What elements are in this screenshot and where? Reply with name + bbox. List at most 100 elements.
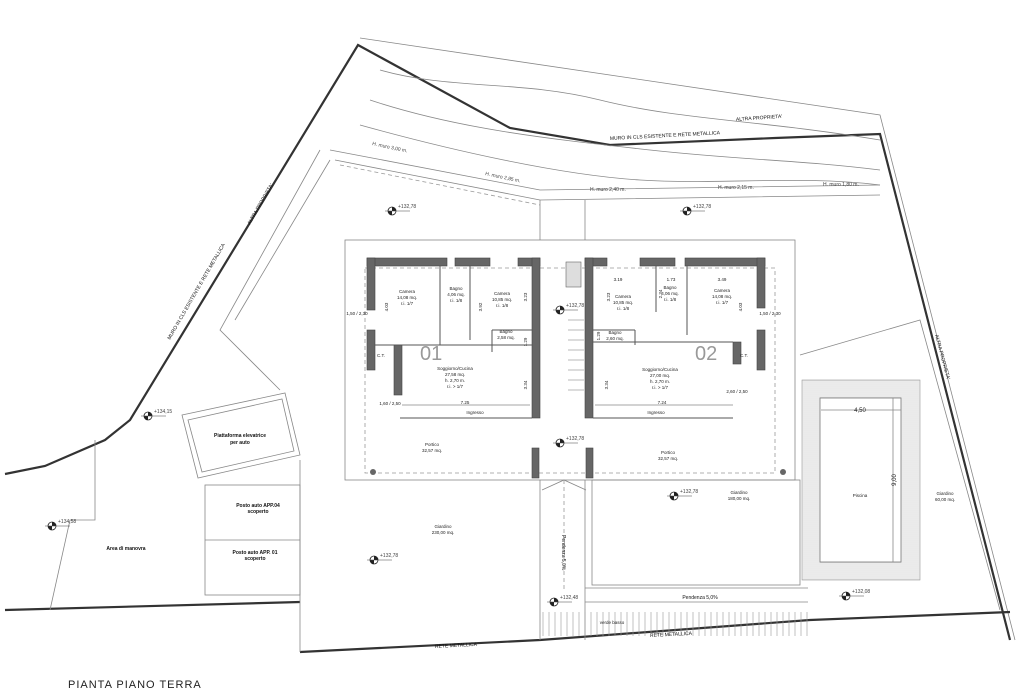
plan-label: H. muro 1,80 m.	[823, 182, 859, 188]
plan-label: RETE METALLICA	[435, 642, 478, 650]
plan-label: Piscina	[853, 493, 868, 498]
plan-label: 60,00 mq.	[935, 497, 955, 502]
plan-label: Ingresso	[647, 410, 665, 415]
plan-label: h. 2,70 m.	[445, 378, 465, 383]
property-boundary	[4, 37, 1016, 654]
plan-label: +134,15	[154, 409, 172, 415]
plan-label: 3.19	[614, 277, 623, 282]
plan-label: ALTRA PROPRIETA'	[736, 114, 783, 123]
plan-label: +134,58	[58, 519, 76, 525]
plan-label: 2,58 mq.	[497, 335, 515, 340]
plan-label: 14,08 mq.	[397, 295, 417, 300]
plan-label: 3.34	[523, 380, 528, 389]
plan-label: r.i. > 1/7	[447, 384, 464, 389]
plan-label: Portico	[425, 442, 440, 447]
plan-label: C.T.	[740, 353, 748, 358]
plan-label: 10,85 mq.	[492, 297, 512, 302]
plan-label: 4.03	[384, 302, 389, 311]
plan-label: 2.34	[658, 289, 663, 298]
plan-label: H. muro 2,40 m.	[590, 187, 626, 193]
plan-label: 01	[420, 343, 442, 365]
plan-label: 180,00 mq.	[728, 496, 751, 501]
plan-label: scoperto	[244, 556, 265, 562]
plan-label: Bagno	[499, 329, 513, 334]
plan-label: 2,60 / 2,50	[726, 389, 748, 394]
plan-label: H. muro 2,85 m.	[485, 171, 521, 184]
plan-label: H. muro 3,00 m.	[372, 141, 408, 154]
plan-label: 1.29	[523, 337, 528, 346]
plan-label: Soggiorno/Cucina	[437, 366, 473, 371]
plan-label: 1,60 / 2,50	[379, 401, 401, 406]
plan-label: Camera	[494, 291, 511, 296]
plan-label: ALTRA PROPRIETA'	[247, 183, 275, 226]
central-passage: Pendenza 5,0%	[531, 261, 594, 640]
plan-label: r.i. 1/8	[664, 297, 677, 302]
plan-label: r.i. 1/8	[496, 303, 509, 308]
plan-label: +132,78	[693, 204, 711, 210]
plan-label: Giardino	[434, 524, 452, 529]
plan-label: Piattaforma elevatrice	[214, 433, 266, 439]
plan-label: Pendenza 5,0%	[682, 595, 718, 601]
plan-label: 3.92	[478, 302, 483, 311]
plan-label: Area di manovra	[106, 546, 145, 552]
plan-label: r.i. 1/8	[450, 298, 463, 303]
plan-label: 3.23	[606, 292, 611, 301]
plan-label: Camera	[399, 289, 416, 294]
plan-label: Giardino	[936, 491, 954, 496]
plan-label: +132,78	[398, 204, 416, 210]
plan-label: 2,60 mq.	[606, 336, 624, 341]
plan-label: 27,00 mq.	[650, 373, 670, 378]
plan-label: 3.49	[718, 277, 727, 282]
plan-label: MURO IN CLS ESISTENTE E RETE METALLICA	[167, 242, 228, 341]
unit-01: 01 Camera 14,08 mq. r.i. 1/7 Bagno 4,06 …	[346, 257, 541, 453]
unit-02: 02 Camera 10,85 mq. r.i. 1/8 Bagno 4,06 …	[584, 257, 781, 461]
plan-label: 14,08 mq.	[712, 294, 732, 299]
plan-label: +132,48	[560, 595, 578, 601]
plan-label: 4,06 mq.	[661, 291, 679, 296]
plan-label: 02	[695, 343, 717, 365]
plan-label: MURO IN CLS ESISTENTE E RETE METALLICA	[610, 130, 721, 142]
plan-label: 32,57 mq.	[658, 456, 678, 461]
plan-label: +132,78	[380, 553, 398, 559]
plan-label: h. 2,70 m.	[650, 379, 670, 384]
plan-label: verde basso	[600, 620, 625, 625]
plan-label: H. muro 2,15 m.	[718, 185, 754, 191]
plan-label: scoperto	[247, 509, 268, 515]
pool: 4,50 9,00 Piscina Giardino 60,00 mq.	[799, 319, 1001, 611]
plan-label: r.i. > 1/7	[652, 385, 669, 390]
plan-label: 7.24	[658, 400, 667, 405]
plan-label: +132,78	[566, 303, 584, 309]
plan-label: 3.34	[604, 380, 609, 389]
plan-label: 27,58 mq.	[445, 372, 465, 377]
plan-label: Giardino	[730, 490, 748, 495]
plan-label: Posto auto APP. 01	[232, 550, 277, 556]
plan-label: 4,06 mq.	[447, 292, 465, 297]
plan-label: 1,50 / 2,30	[759, 311, 781, 316]
plan-label: Portico	[661, 450, 676, 455]
plan-label: Bagno	[663, 285, 677, 290]
plan-label: C.T.	[377, 353, 385, 358]
plan-label: per auto	[230, 440, 250, 446]
plan-label: Camera	[615, 294, 632, 299]
plan-label: 32,57 mq.	[422, 448, 442, 453]
plan-label: Soggiorno/Cucina	[642, 367, 678, 372]
plan-label: +132,78	[566, 436, 584, 442]
plan-label: 9,00	[892, 474, 898, 486]
plan-label: +132,08	[852, 589, 870, 595]
plan-label: Pendenza 5,0%	[560, 535, 566, 571]
plan-label: r.i. 1/8	[617, 306, 630, 311]
drawing-title: PIANTA PIANO TERRA	[68, 679, 202, 691]
left-area: Piattaforma elevatrice per auto Posto au…	[106, 392, 454, 596]
plan-label: Posto auto APP.04	[236, 503, 280, 509]
right-garden: Pendenza 5,0% verde basso Giardino 180,0…	[540, 479, 808, 636]
portico-outline	[344, 239, 796, 481]
plan-label: r.i. 1/7	[716, 300, 729, 305]
plan-label: r.i. 1/7	[401, 301, 414, 306]
plan-label: 4,50	[854, 408, 866, 414]
plan-label: 3.23	[523, 292, 528, 301]
level-markers: +132,78 +132,78 +132,78 +132,78 +132,78 …	[44, 204, 870, 607]
plan-label: 7.25	[461, 400, 470, 405]
plan-label: Bagno	[449, 286, 463, 291]
plan-label: 1.29	[596, 331, 601, 340]
